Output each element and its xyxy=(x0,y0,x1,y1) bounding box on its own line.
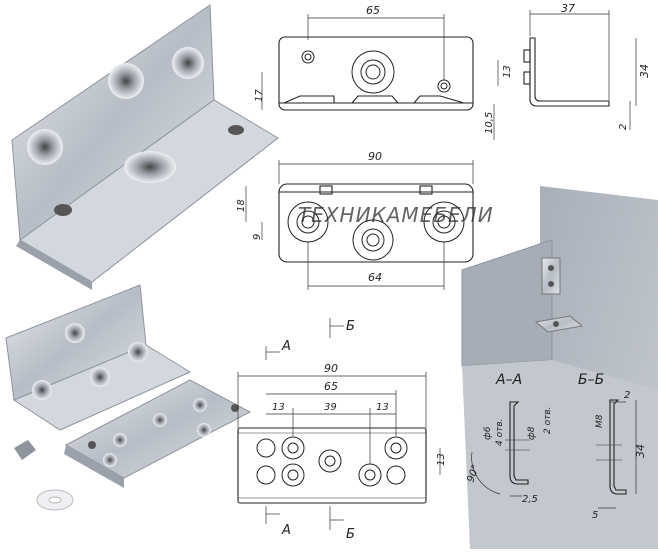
svg-text:34: 34 xyxy=(638,64,651,78)
svg-text:4 отв.: 4 отв. xyxy=(495,418,505,446)
svg-text:10,5: 10,5 xyxy=(484,112,495,134)
section-aa-title: А–А xyxy=(495,372,522,388)
svg-text:39: 39 xyxy=(324,402,337,413)
svg-text:9: 9 xyxy=(252,234,263,240)
svg-text:13: 13 xyxy=(436,453,447,466)
installed-photo xyxy=(461,186,658,549)
svg-text:13: 13 xyxy=(272,402,285,413)
svg-text:65: 65 xyxy=(324,380,338,393)
section-bb-title: Б–Б xyxy=(578,372,604,388)
bracket-photo-small xyxy=(5,284,252,511)
svg-text:37: 37 xyxy=(561,2,575,15)
watermark: ТЕХНИКАМЕБЕЛИ xyxy=(298,203,494,227)
svg-text:2: 2 xyxy=(624,390,630,401)
svg-text:18: 18 xyxy=(236,199,247,212)
bracket-photo-large xyxy=(11,4,279,290)
nut xyxy=(14,440,36,460)
bottom-view-drawing: 90 18 9 64 xyxy=(236,150,474,290)
svg-text:2,5: 2,5 xyxy=(522,494,538,505)
hole xyxy=(54,204,72,216)
svg-text:ф8: ф8 xyxy=(527,426,537,440)
svg-text:2: 2 xyxy=(618,124,629,130)
countersunk-hole xyxy=(124,151,176,183)
countersunk-hole xyxy=(27,129,63,165)
svg-text:13: 13 xyxy=(502,65,513,78)
svg-text:34: 34 xyxy=(634,444,647,458)
svg-text:ф6: ф6 xyxy=(483,426,493,440)
countersunk-hole xyxy=(172,47,204,79)
svg-text:2 отв.: 2 отв. xyxy=(543,406,553,434)
top-view-drawing: 65 17 13 10,5 xyxy=(254,4,513,140)
cut-b-bottom: Б xyxy=(346,527,355,542)
cut-b-top: Б xyxy=(346,319,355,334)
cut-a-top: А xyxy=(281,339,291,354)
svg-text:90: 90 xyxy=(368,150,382,163)
svg-text:17: 17 xyxy=(254,89,265,102)
svg-text:13: 13 xyxy=(376,402,389,413)
svg-text:90: 90 xyxy=(324,362,338,375)
hole xyxy=(228,125,244,135)
section-bb-drawing: Б–Б 2 М8 34 5 xyxy=(578,372,647,521)
countersunk-hole xyxy=(108,63,144,99)
svg-text:М8: М8 xyxy=(595,414,605,428)
plate-view-drawing: А А Б Б 90 65 13 39 13 13 xyxy=(237,318,447,542)
dim-65: 65 xyxy=(366,4,380,17)
svg-text:5: 5 xyxy=(592,510,598,521)
side-view-drawing: 37 34 2 xyxy=(523,2,651,130)
cut-a-bottom: А xyxy=(281,523,291,538)
svg-text:64: 64 xyxy=(368,271,382,284)
